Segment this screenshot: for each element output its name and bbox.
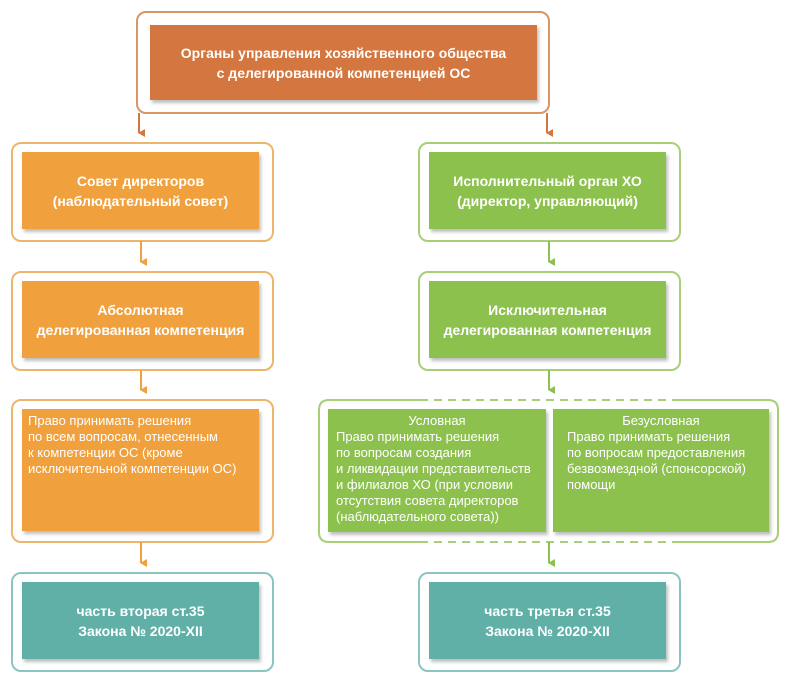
board-of-directors-box: Совет директоров (наблюдательный совет) xyxy=(22,152,259,229)
left-law-frame xyxy=(11,572,274,672)
unconditional-title: Безусловная xyxy=(622,413,700,428)
absolute-line1: Абсолютная xyxy=(97,301,184,318)
executive-body-box: Исполнительный орган ХО (директор, управ… xyxy=(429,152,666,229)
left-rights-line: Право принимать решения xyxy=(28,413,192,428)
left-law-reference-box: часть вторая ст.35 Закона № 2020-XII xyxy=(22,582,259,659)
right-law-frame xyxy=(418,572,681,672)
right-rights-frame xyxy=(318,399,779,543)
unconditional-line: Право принимать решения xyxy=(567,429,731,444)
top-title-line2: с делегированной компетенцией ОС xyxy=(216,64,471,81)
conditional-line: по вопросам создания xyxy=(336,445,472,460)
exclusive-competence-box: Исключительная делегированная компетенци… xyxy=(429,281,666,358)
rights-frame xyxy=(11,399,274,543)
conditional-line: и ликвидации представительств xyxy=(336,461,531,476)
left-law-line2: Закона № 2020-XII xyxy=(78,622,203,639)
left-rights-line: исключительной компетенции ОС) xyxy=(28,461,237,476)
conditional-line: (наблюдательного совета)) xyxy=(336,509,499,524)
unconditional-line: по вопросам предоставления xyxy=(567,445,746,460)
left-law-line1: часть вторая ст.35 xyxy=(76,602,205,619)
unconditional-line: безвозмездной (спонсорской) xyxy=(567,461,746,476)
absolute-line2: делегированная компетенция xyxy=(36,321,245,338)
exec-line2: (директор, управляющий) xyxy=(457,192,638,209)
left-rights-line: по всем вопросам, отнесенным xyxy=(28,429,218,444)
left-rights-line: к компетенции ОС (кроме xyxy=(28,445,183,460)
board-line2: (наблюдательный совет) xyxy=(52,192,229,209)
right-law-line1: часть третья ст.35 xyxy=(484,602,611,619)
absolute-competence-box: Абсолютная делегированная компетенция xyxy=(22,281,259,358)
conditional-title: Условная xyxy=(408,413,466,428)
unconditional-rights-box: Безусловная Право принимать решения по в… xyxy=(553,409,769,532)
exclusive-line1: Исключительная xyxy=(488,301,607,318)
absolute-frame xyxy=(11,271,274,371)
right-law-line2: Закона № 2020-XII xyxy=(485,622,610,639)
top-title-line1: Органы управления хозяйственного обществ… xyxy=(180,44,507,61)
top-frame xyxy=(136,11,550,114)
top-governance-box: Органы управления хозяйственного обществ… xyxy=(150,25,537,100)
right-law-reference-box: часть третья ст.35 Закона № 2020-XII xyxy=(429,582,666,659)
exclusive-line2: делегированная компетенция xyxy=(443,321,652,338)
conditional-line: Право принимать решения xyxy=(336,429,500,444)
conditional-line: отсутствия совета директоров xyxy=(336,493,519,508)
exec-line1: Исполнительный орган ХО xyxy=(453,172,642,189)
left-rights-box: Право принимать решения по всем вопросам… xyxy=(22,409,259,531)
board-frame xyxy=(11,142,274,242)
conditional-line: и филиалов ХО (при условии xyxy=(336,477,514,492)
board-line1: Совет директоров xyxy=(76,172,205,189)
unconditional-line: помощи xyxy=(567,477,616,492)
conditional-rights-box: Условная Право принимать решения по вопр… xyxy=(328,409,546,532)
